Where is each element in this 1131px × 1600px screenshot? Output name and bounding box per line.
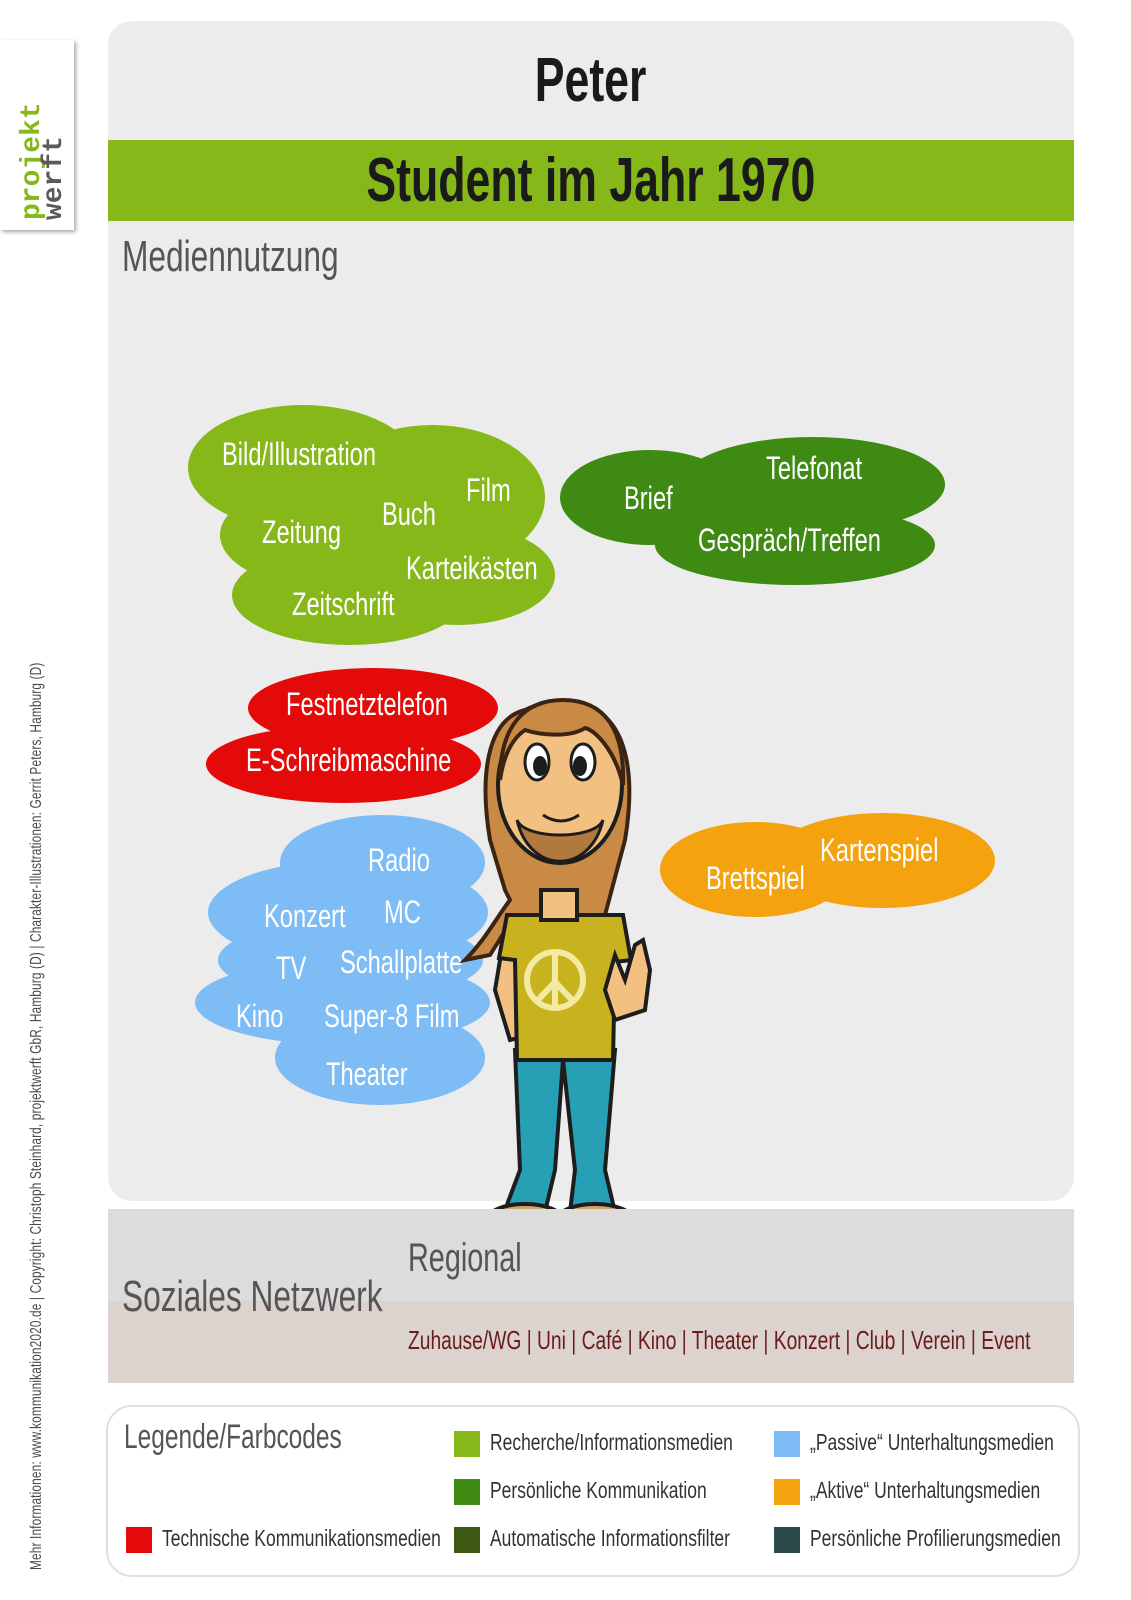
persona-subtitle-band: Student im Jahr 1970 xyxy=(108,140,1074,221)
media-item: Kartenspiel xyxy=(820,832,939,868)
media-item: MC xyxy=(384,894,421,930)
media-item: Film xyxy=(466,472,511,508)
projektwerft-logo: projekt werft xyxy=(0,40,74,230)
media-item: Theater xyxy=(326,1056,408,1092)
media-item: Telefonat xyxy=(766,450,863,486)
legend-item: Automatische Informationsfilter xyxy=(490,1525,730,1551)
legend-swatch xyxy=(774,1431,800,1457)
regional-label: Regional xyxy=(408,1236,522,1280)
legend-item: Persönliche Profilierungsmedien xyxy=(810,1525,1061,1551)
legend-swatch xyxy=(774,1527,800,1553)
media-item: Gespräch/Treffen xyxy=(698,522,881,558)
legend-item: Recherche/Informationsmedien xyxy=(490,1429,733,1455)
persona-name: Peter xyxy=(535,46,647,115)
media-item: Kino xyxy=(236,998,284,1034)
legend-box xyxy=(106,1405,1080,1577)
social-heading: Soziales Netzwerk xyxy=(122,1272,383,1321)
media-item: TV xyxy=(276,950,307,986)
legend-heading: Legende/Farbcodes xyxy=(124,1418,342,1456)
media-item: Brettspiel xyxy=(706,860,805,896)
legend-swatch xyxy=(454,1431,480,1457)
media-item: E-Schreibmaschine xyxy=(246,742,452,778)
media-item: Konzert xyxy=(264,898,346,934)
social-places-band xyxy=(108,1301,1074,1383)
legend-item: „Aktive“ Unterhaltungsmedien xyxy=(810,1477,1041,1503)
credits-text: Mehr Informationen: www.kommunikation202… xyxy=(28,662,45,1570)
legend-swatch xyxy=(454,1479,480,1505)
legend-item: Technische Kommunikationsmedien xyxy=(162,1525,441,1551)
media-item: Super-8 Film xyxy=(324,998,460,1034)
legend-swatch xyxy=(774,1479,800,1505)
media-item: Schallplatte xyxy=(340,944,463,980)
media-item: Karteikästen xyxy=(406,550,538,586)
media-heading: Mediennutzung xyxy=(122,232,339,281)
legend-item: „Passive“ Unterhaltungsmedien xyxy=(810,1429,1054,1455)
media-item: Buch xyxy=(382,496,436,532)
media-item: Zeitschrift xyxy=(292,586,395,622)
media-item: Zeitung xyxy=(262,514,341,550)
student-character-illustration xyxy=(458,697,653,1238)
legend-swatch xyxy=(454,1527,480,1553)
media-item: Radio xyxy=(368,842,430,878)
legend-item: Persönliche Kommunikation xyxy=(490,1477,707,1503)
media-item: Bild/Illustration xyxy=(222,436,376,472)
legend-swatch xyxy=(126,1527,152,1553)
regional-places-list: Zuhause/WG | Uni | Café | Kino | Theater… xyxy=(408,1325,1031,1355)
media-item: Brief xyxy=(624,480,673,516)
social-regional-band xyxy=(108,1209,1074,1301)
media-item: Festnetztelefon xyxy=(286,686,448,722)
